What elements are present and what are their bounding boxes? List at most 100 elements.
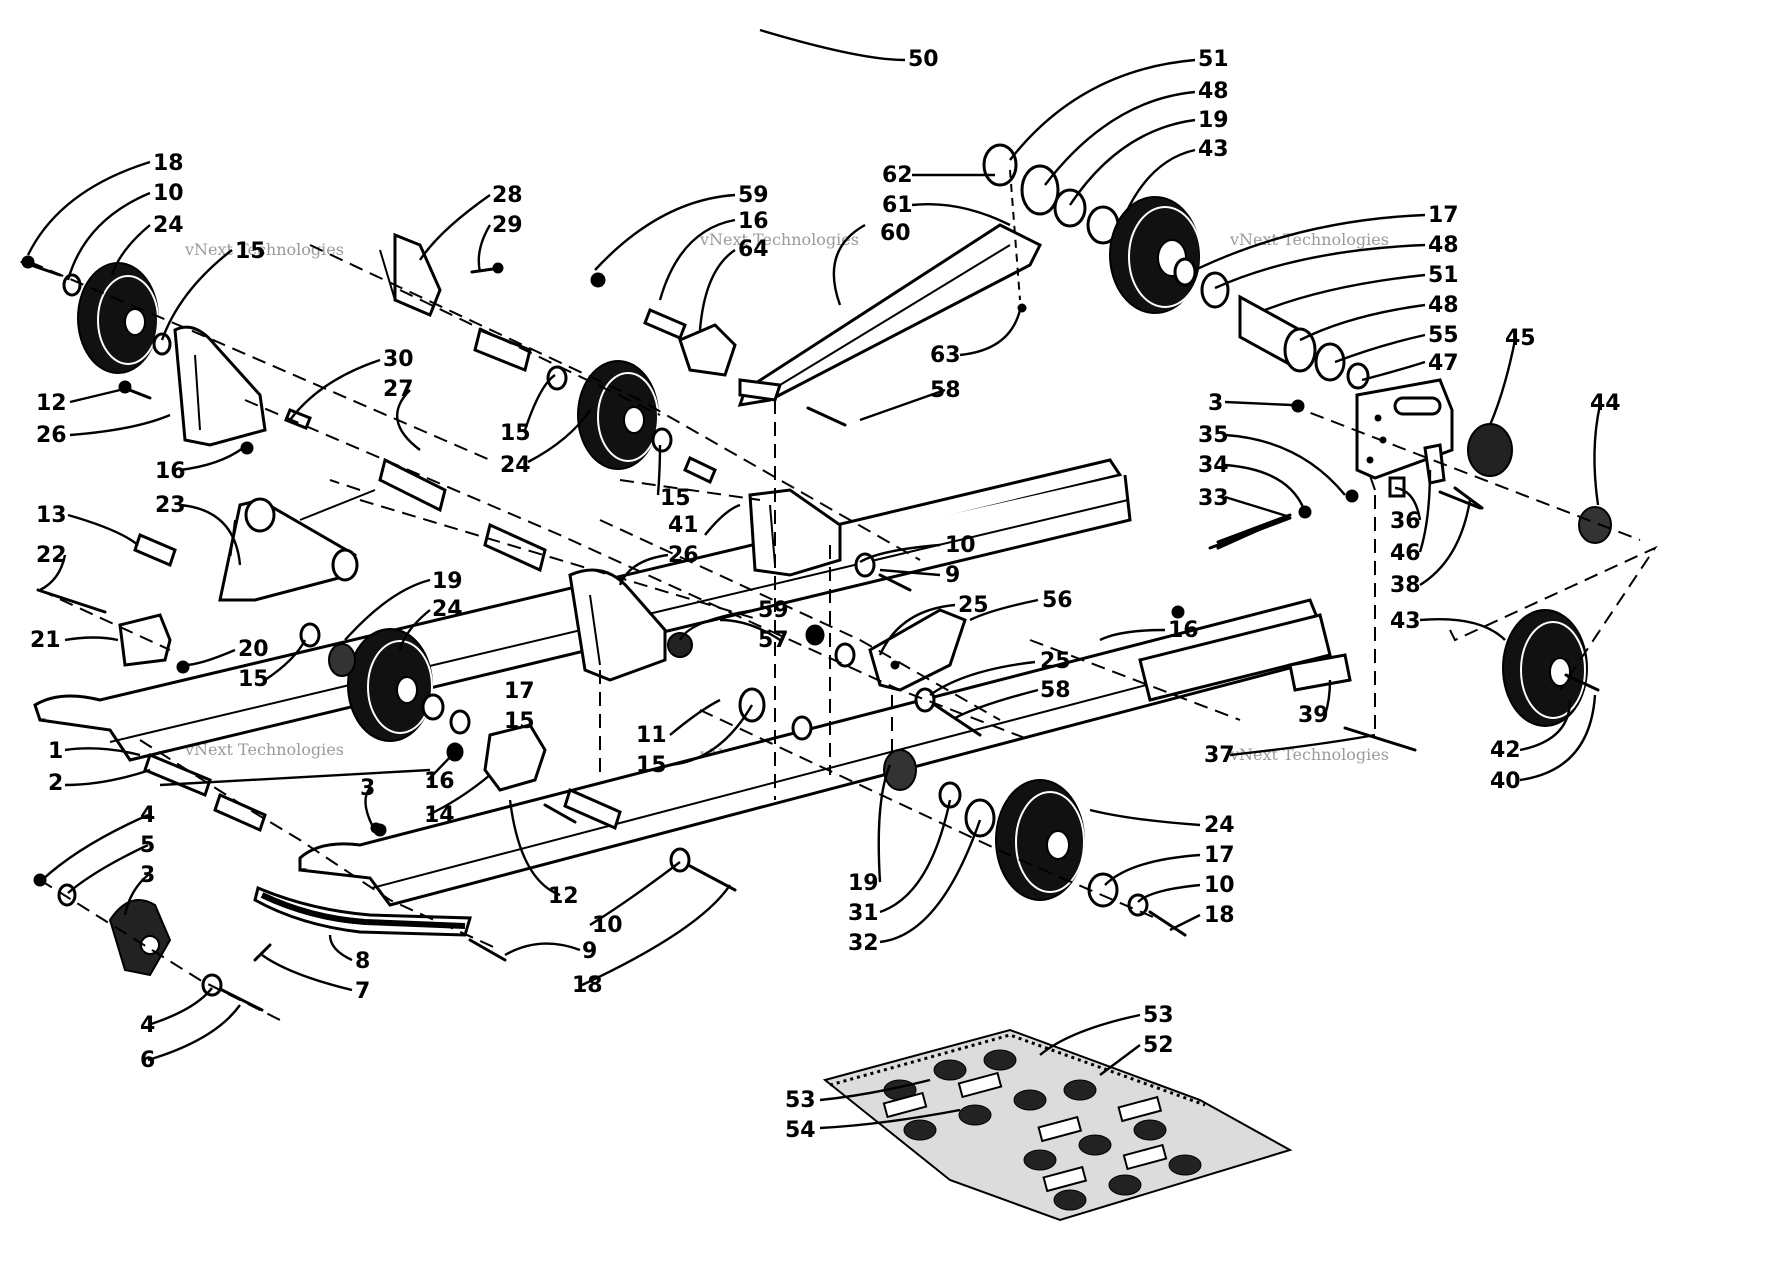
callout-14: 14 xyxy=(424,803,455,828)
callout-38: 38 xyxy=(1390,573,1421,598)
assembly-lines xyxy=(29,244,1658,1021)
callout-1: 1 xyxy=(48,739,63,764)
callout-13: 13 xyxy=(36,503,67,528)
callout-15: 15 xyxy=(238,667,269,692)
bracket-41 xyxy=(748,488,842,577)
fasteners xyxy=(20,169,1482,1012)
callout-56: 56 xyxy=(1042,588,1073,613)
callout-3: 3 xyxy=(360,776,375,801)
callout-6: 6 xyxy=(140,1048,155,1073)
watermark-1: vNext Technologies xyxy=(184,240,344,259)
callout-8: 8 xyxy=(355,949,370,974)
callout-18: 18 xyxy=(1204,903,1235,928)
callout-2: 2 xyxy=(48,771,63,796)
callout-10: 10 xyxy=(592,913,623,938)
callout-43: 43 xyxy=(1390,609,1421,634)
front-upper-bracket xyxy=(379,232,442,317)
spacers xyxy=(133,308,717,833)
callout-16: 16 xyxy=(424,769,455,794)
callout-24: 24 xyxy=(153,213,184,238)
callout-32: 32 xyxy=(848,931,879,956)
callout-21: 21 xyxy=(30,628,61,653)
rear-arm xyxy=(737,223,1043,407)
watermark-3: vNext Technologies xyxy=(1229,230,1389,249)
callout-17: 17 xyxy=(1428,203,1459,228)
callout-42: 42 xyxy=(1490,738,1521,763)
plate-56 xyxy=(868,608,967,692)
callout-35: 35 xyxy=(1198,423,1229,448)
callout-15: 15 xyxy=(235,239,266,264)
rear-roller-group xyxy=(1208,423,1612,550)
callout-63: 63 xyxy=(930,343,961,368)
callout-4: 4 xyxy=(140,1013,155,1038)
callout-4: 4 xyxy=(140,803,155,828)
callout-26: 26 xyxy=(36,423,67,448)
wheel-mid-left xyxy=(347,628,433,742)
callout-15: 15 xyxy=(504,709,535,734)
callout-29: 29 xyxy=(492,213,523,238)
wheel-mid-upper xyxy=(577,360,659,470)
pivot-14 xyxy=(446,723,547,792)
callout-58: 58 xyxy=(1040,678,1071,703)
callout-64: 64 xyxy=(738,237,769,262)
callout-53: 53 xyxy=(1143,1003,1174,1028)
suspension-drawing xyxy=(20,15,1658,1222)
block-21 xyxy=(118,613,172,667)
block-39 xyxy=(1288,653,1352,692)
bumper-5 xyxy=(108,899,172,977)
callout-39: 39 xyxy=(1298,703,1329,728)
callout-22: 22 xyxy=(36,543,67,568)
callout-33: 33 xyxy=(1198,486,1229,511)
callout-26: 26 xyxy=(668,543,699,568)
callout-27: 27 xyxy=(383,377,414,402)
callout-53: 53 xyxy=(785,1088,816,1113)
callout-40: 40 xyxy=(1490,769,1521,794)
callout-24: 24 xyxy=(500,453,531,478)
callout-59: 59 xyxy=(738,183,769,208)
callout-61: 61 xyxy=(882,193,913,218)
callout-3: 3 xyxy=(1208,391,1223,416)
callout-15: 15 xyxy=(500,421,531,446)
callout-50: 50 xyxy=(908,47,939,72)
callout-9: 9 xyxy=(582,939,597,964)
callout-7: 7 xyxy=(355,979,370,1004)
callout-16: 16 xyxy=(738,209,769,234)
callout-19: 19 xyxy=(1198,108,1229,133)
wheel-upper-left xyxy=(77,262,159,374)
callout-43: 43 xyxy=(1198,137,1229,162)
callout-48: 48 xyxy=(1428,293,1459,318)
callout-5: 5 xyxy=(140,833,155,858)
swing-arm xyxy=(218,489,376,602)
callout-52: 52 xyxy=(1143,1033,1174,1058)
leader-lines xyxy=(26,28,1602,1130)
callout-57: 57 xyxy=(758,628,789,653)
callout-41: 41 xyxy=(668,513,699,538)
callout-25: 25 xyxy=(1040,649,1071,674)
callout-18: 18 xyxy=(153,151,184,176)
callout-9: 9 xyxy=(945,563,960,588)
callout-12: 12 xyxy=(548,884,579,909)
callout-24: 24 xyxy=(432,597,463,622)
callout-16: 16 xyxy=(155,459,186,484)
callout-10: 10 xyxy=(945,533,976,558)
callout-30: 30 xyxy=(383,347,414,372)
callout-60: 60 xyxy=(880,221,911,246)
wheel-upper-right xyxy=(1109,196,1202,314)
callout-31: 31 xyxy=(848,901,879,926)
callout-11: 11 xyxy=(636,723,667,748)
callout-3: 3 xyxy=(140,863,155,888)
callout-10: 10 xyxy=(153,181,184,206)
callout-37: 37 xyxy=(1204,743,1235,768)
callout-59: 59 xyxy=(758,598,789,623)
wheel-lower-right xyxy=(1502,609,1600,727)
watermark-6: vNext Technologies xyxy=(1229,745,1389,764)
front-arm-left xyxy=(173,325,267,447)
callout-10: 10 xyxy=(1204,873,1235,898)
rear-axle xyxy=(737,15,1120,245)
callout-12: 12 xyxy=(36,391,67,416)
callout-62: 62 xyxy=(882,163,913,188)
callout-17: 17 xyxy=(1204,843,1235,868)
watermark-2: vNext Technologies xyxy=(699,230,859,249)
wheel-lower-mid xyxy=(883,749,1119,908)
callout-54: 54 xyxy=(785,1118,816,1143)
